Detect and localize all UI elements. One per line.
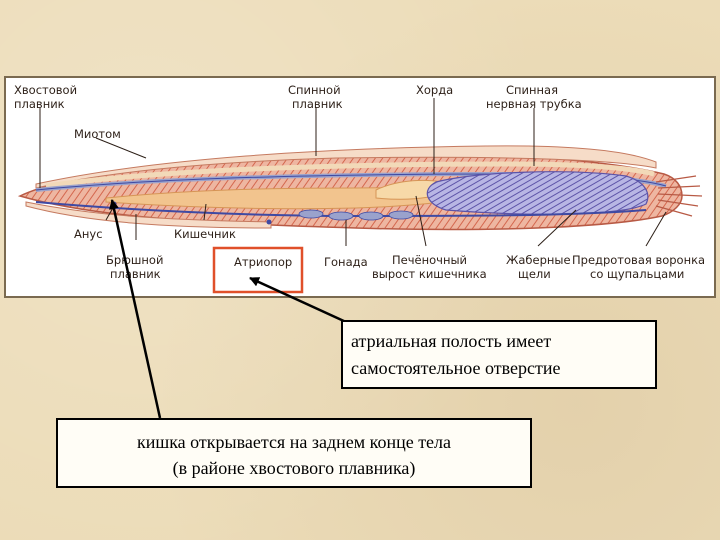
callout-gut-opening: кишка открывается на заднем конце тела (… [56,418,532,488]
label-oral-funnel-1: Предротовая воронка [572,253,705,267]
label-anus: Анус [74,227,103,241]
label-atriopore: Атриопор [234,255,292,269]
label-dorsal-fin-2: плавник [292,97,343,111]
label-gill-slits-2: щели [518,267,551,281]
label-oral-funnel-2: со щупальцами [590,267,684,281]
callout-atrial-line2: самостоятельное отверстие [351,358,561,378]
oral-tentacles [655,175,703,217]
callout-atrial-line1: атриальная полость имеет [351,331,552,351]
nerve-tube-shape [45,161,655,189]
label-notochord: Хорда [416,83,453,97]
label-tail-fin-2: плавник [14,97,65,111]
pharynx-shape [426,171,649,215]
anus-mark [111,201,117,207]
callout-atrial-cavity: атриальная полость имеет самостоятельное… [341,320,657,389]
label-hepatic-2: вырост кишечника [372,267,487,281]
lancelet-body-svg: Хвостовой плавник Спинной плавник Хорда … [14,83,705,294]
label-hepatic-1: Печёночный [392,253,467,267]
atriopore-mark [266,219,272,225]
label-myotome: Миотом [74,127,121,141]
label-ventral-fin-2: плавник [110,267,161,281]
dorsal-fin-shape [35,145,657,189]
label-tail-fin-1: Хвостовой [14,83,77,97]
lancelet-diagram: Хвостовой плавник Спинной плавник Хорда … [4,76,716,298]
label-nerve-tube-2: нервная трубка [486,97,582,111]
gonads [298,209,414,221]
label-ventral-fin-1: Брюшной [106,253,163,267]
label-dorsal-fin-1: Спинной [288,83,341,97]
callout-gut-line1: кишка открывается на заднем конце тела [136,432,452,452]
label-gonad: Гонада [324,255,368,269]
callout-gut-line2: (в районе хвостового плавника) [172,458,416,478]
label-gill-slits-1: Жаберные [506,253,571,267]
label-nerve-tube-1: Спинная [506,83,558,97]
label-intestine: Кишечник [174,227,236,241]
ventral-fin-shape [25,201,272,229]
